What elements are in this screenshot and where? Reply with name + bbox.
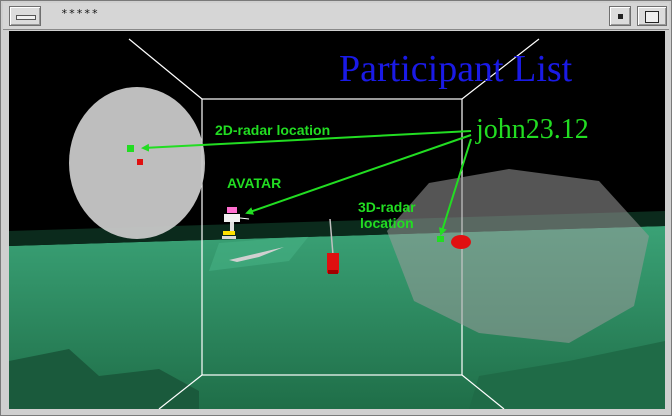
floor-shadow-left [9,349,199,409]
avatar-figure[interactable] [222,207,250,239]
label-3d-radar-line2: location [360,215,414,231]
3d-viewport[interactable]: Participant List john23.12 2D-radar loca… [9,31,665,409]
annotation-arrows [141,130,472,236]
window-menu-icon [16,15,36,20]
window-title: ***** [61,7,100,20]
minimize-icon [618,14,623,19]
radar-3d-participant-marker [437,236,444,242]
label-avatar: AVATAR [227,175,281,191]
arrow-to-2d-radar [141,130,472,152]
label-3d-radar-line1: 3D-radar [358,199,416,215]
window-menu-button[interactable] [9,6,41,26]
minimize-button[interactable] [609,6,631,26]
participant-list-label[interactable]: Participant List [339,48,573,90]
avatar-floor-shadow [229,247,284,262]
radar-3d-sphere [387,169,649,343]
red-beacon-object[interactable] [327,218,339,274]
title-bar[interactable]: ***** [3,3,669,30]
scene-canvas[interactable]: Participant List john23.12 2D-radar loca… [9,31,665,409]
arrow-to-3d-radar [438,138,472,236]
maximize-icon [645,11,659,23]
participant-name-label[interactable]: john23.12 [475,114,589,145]
arrow-to-avatar [245,134,472,215]
label-2d-radar-location: 2D-radar location [215,122,330,138]
radar-3d-self-marker [451,235,471,249]
radar-2d-participant-marker [127,145,134,152]
maximize-button[interactable] [637,6,667,26]
floor-shadow-right [469,341,665,409]
radar-2d-self-marker [137,159,143,165]
